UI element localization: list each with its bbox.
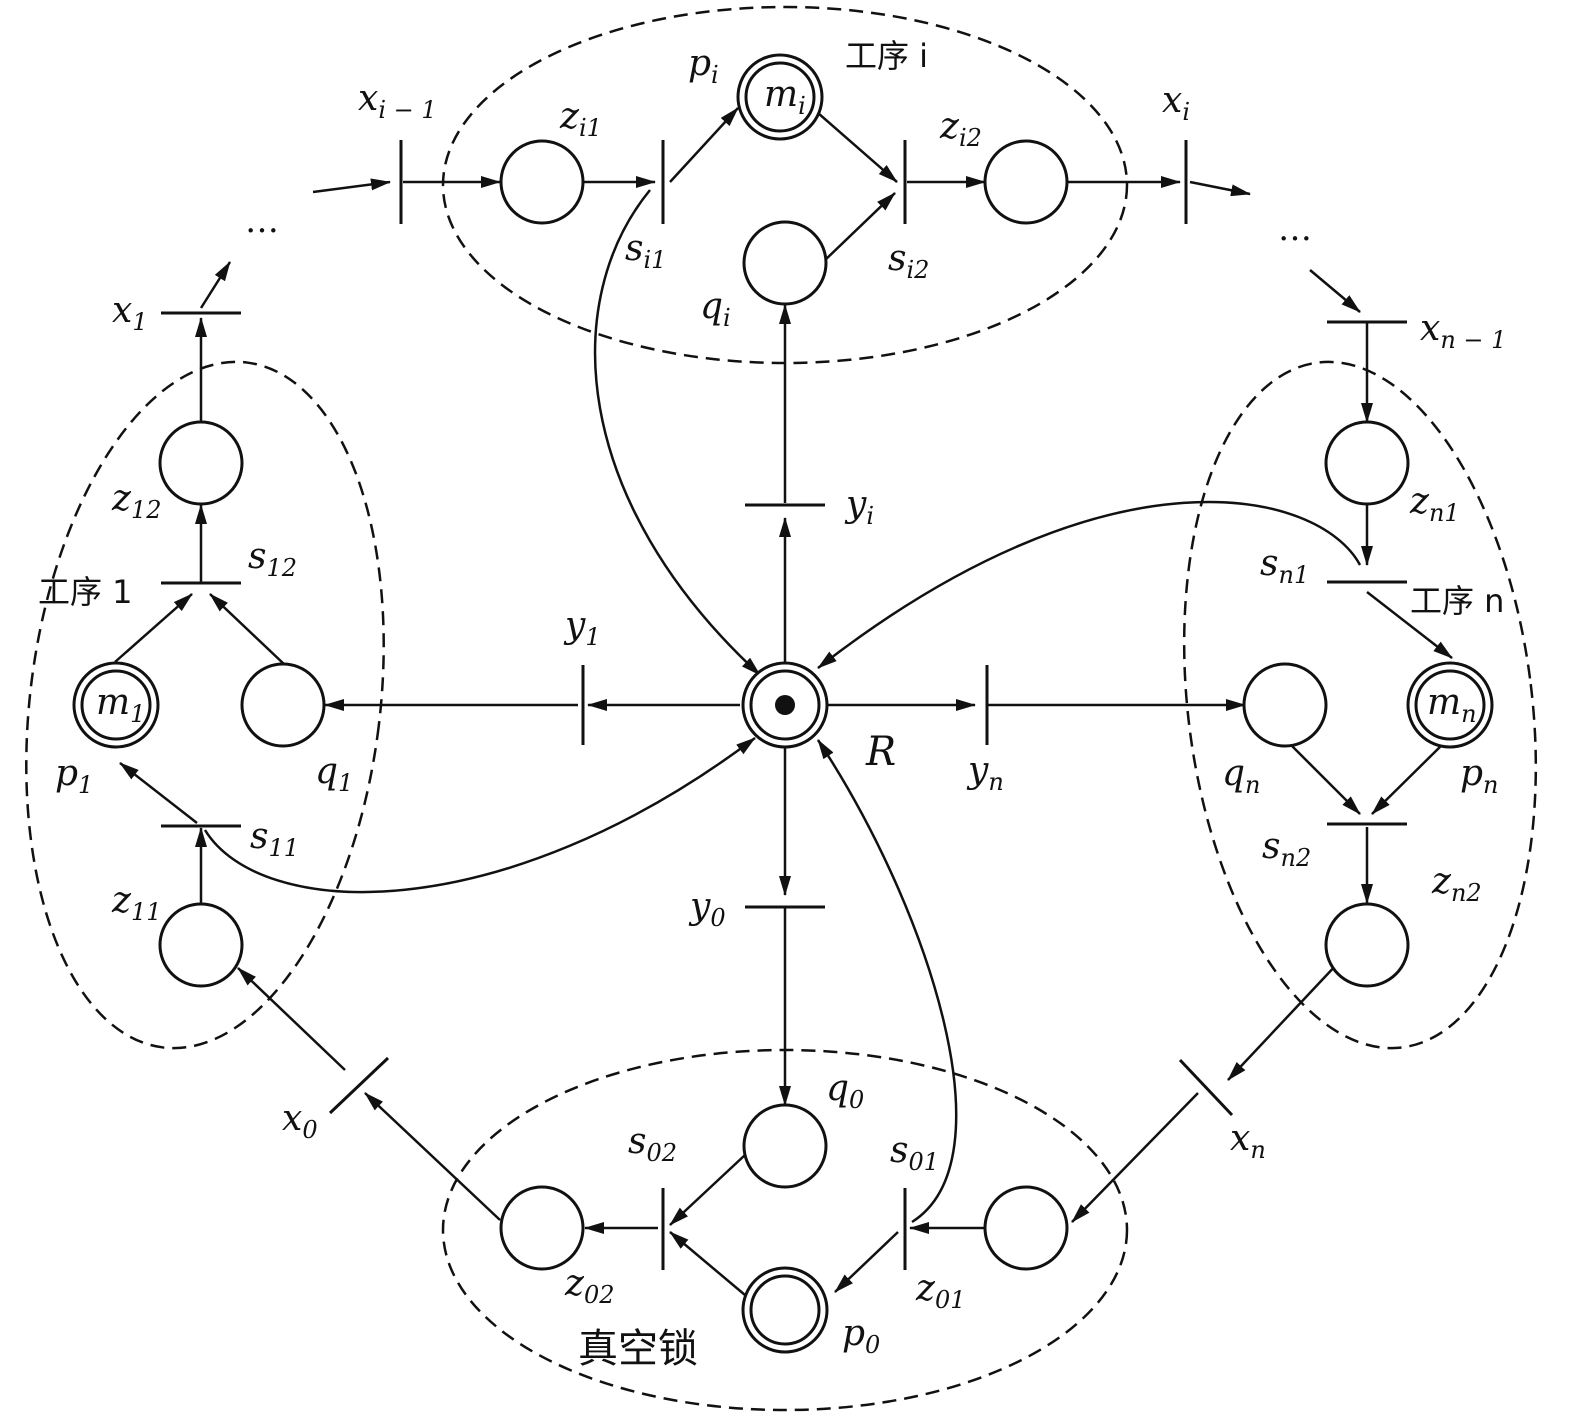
label-s11: s11 <box>250 816 299 862</box>
region-boundary-process-n <box>1182 360 1538 1050</box>
ellipsis-right: … <box>1278 209 1312 249</box>
label-xn: xn <box>1230 1118 1266 1164</box>
arc <box>822 192 896 263</box>
place-q0 <box>742 1103 828 1189</box>
label-sn1: sn1 <box>1260 543 1309 589</box>
region-boundary-process-1 <box>25 360 385 1050</box>
place-q1 <box>240 662 326 748</box>
label-s02: s02 <box>628 1121 677 1167</box>
arc <box>203 737 756 894</box>
label-mi: mi <box>764 74 806 120</box>
place-zi2 <box>983 139 1069 225</box>
place-z01 <box>983 1185 1069 1271</box>
label-qn: qn <box>1222 753 1261 799</box>
arc <box>1366 591 1453 659</box>
label-y1: y1 <box>563 605 601 651</box>
arc <box>817 112 898 183</box>
place-z12 <box>158 420 244 506</box>
label-y0: y0 <box>688 886 726 932</box>
arc <box>237 967 346 1071</box>
label-yi: yi <box>844 484 874 530</box>
label-pn: pn <box>1460 753 1499 799</box>
label-z11: z11 <box>111 880 162 926</box>
arc <box>1287 741 1361 815</box>
label-z12: z12 <box>111 478 162 524</box>
label-si2: si2 <box>888 238 929 284</box>
region-label-process-n: 工序 n <box>1410 582 1504 620</box>
label-s12: s12 <box>248 536 297 582</box>
place-zi1 <box>499 139 585 225</box>
label-xn-1: xn − 1 <box>1420 308 1506 354</box>
label-mn: mn <box>1427 682 1477 728</box>
place-qn <box>1242 662 1328 748</box>
token-dot <box>775 695 795 715</box>
arc <box>669 1231 746 1296</box>
arc <box>114 593 193 663</box>
arc <box>209 593 286 666</box>
label-q0: q0 <box>826 1068 864 1114</box>
label-q1: q1 <box>315 751 353 797</box>
arc <box>1189 180 1251 197</box>
ellipsis-left: … <box>245 201 279 241</box>
label-zn1: zn1 <box>1409 481 1460 527</box>
label-qi: qi <box>700 286 731 332</box>
label-z02: z02 <box>564 1263 615 1309</box>
label-pi: pi <box>688 43 719 89</box>
arc <box>816 739 958 1224</box>
arc <box>593 189 761 676</box>
label-zn2: zn2 <box>1431 861 1482 907</box>
place-m1 <box>72 661 160 749</box>
arc <box>834 1231 899 1293</box>
label-yn: yn <box>966 750 1004 796</box>
label-xi: xi <box>1162 80 1190 126</box>
region-label-vacuum-lock: 真空锁 <box>578 1326 698 1372</box>
place-mi <box>736 53 824 141</box>
label-sn2: sn2 <box>1262 826 1311 872</box>
place-qi <box>742 220 828 306</box>
label-si1: si1 <box>625 228 666 274</box>
label-x1: x1 <box>112 290 148 336</box>
place-zn2 <box>1324 902 1410 988</box>
label-zi1: zi1 <box>559 96 602 142</box>
arc <box>1227 962 1339 1081</box>
arc <box>199 261 232 309</box>
label-x0: x0 <box>282 1098 318 1144</box>
arc <box>1309 269 1361 313</box>
place-mn <box>1406 661 1494 749</box>
arc <box>119 762 198 824</box>
label-m1: m1 <box>96 682 145 728</box>
region-label-process-i: 工序 i <box>845 37 928 75</box>
label-zi2: zi2 <box>939 106 982 152</box>
arc <box>669 1154 746 1226</box>
transition-x0 <box>328 1056 390 1115</box>
label-s01: s01 <box>890 1130 939 1176</box>
place-p0 <box>741 1266 829 1354</box>
arc <box>312 178 391 194</box>
place-zn1 <box>1324 420 1410 506</box>
arc <box>1371 741 1446 815</box>
region-label-process-1: 工序 1 <box>38 573 133 611</box>
arc <box>669 107 739 183</box>
label-p0: p0 <box>842 1313 880 1359</box>
arc <box>1071 1092 1199 1223</box>
label-R: R <box>865 729 896 775</box>
label-xi-1: xi − 1 <box>358 78 437 124</box>
place-R <box>741 661 829 749</box>
transition-xn <box>1178 1058 1234 1117</box>
label-z01: z01 <box>915 1268 966 1314</box>
arc <box>364 1092 501 1221</box>
place-z11 <box>158 902 244 988</box>
arc <box>817 500 1362 669</box>
place-z02 <box>499 1185 585 1271</box>
label-p1: p1 <box>55 753 93 799</box>
